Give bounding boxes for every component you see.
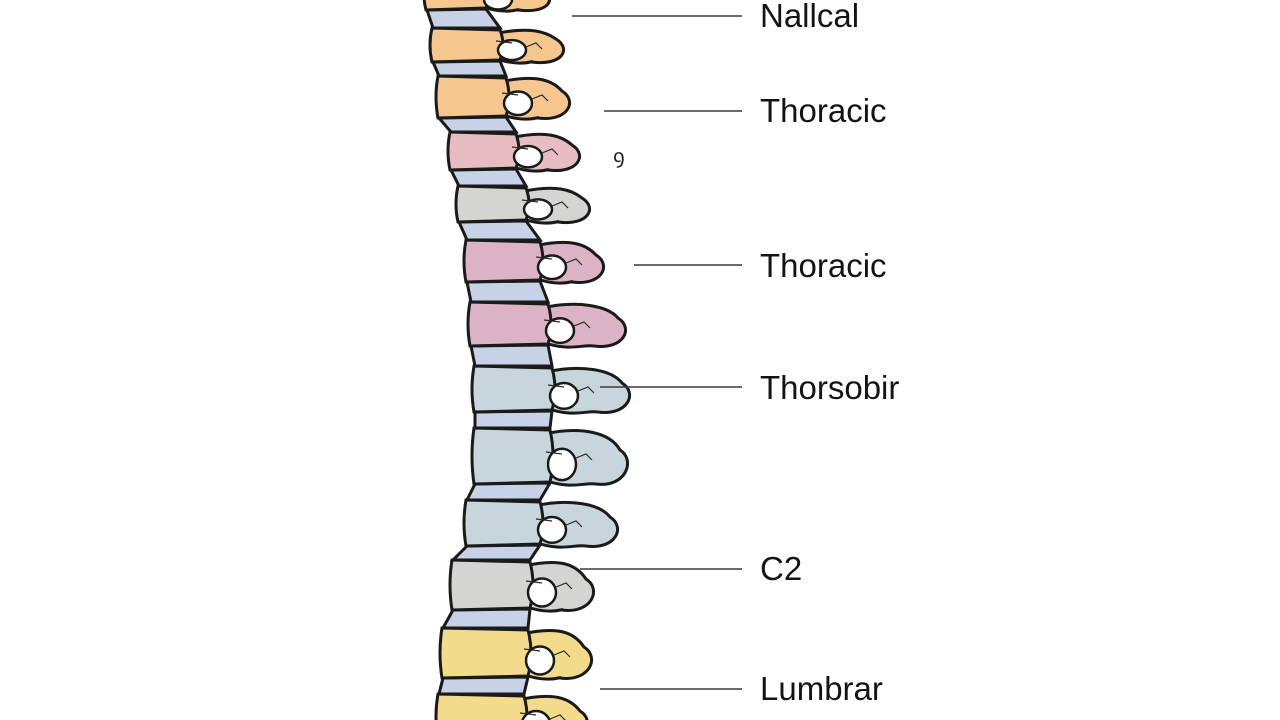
vertebral-foramen	[522, 198, 554, 221]
vertebra-body	[434, 692, 529, 720]
texture-mark	[521, 199, 569, 209]
vertebral-foramen	[526, 577, 558, 608]
intervertebral-disc	[473, 409, 554, 430]
texture-mark	[535, 256, 583, 266]
vertebra-body	[470, 364, 557, 414]
vertebra-body	[428, 26, 505, 64]
label-thorsobir: Thorsobir	[760, 369, 899, 406]
leader-lines	[572, 15, 742, 690]
vertebra-body	[448, 558, 535, 612]
texture-mark	[535, 518, 583, 528]
vertebral-foramen	[548, 381, 580, 411]
intervertebral-disc	[440, 607, 532, 630]
vertebra-body	[462, 498, 545, 548]
vertebral-foramen	[482, 0, 514, 11]
label-nallcal: Nallcal	[760, 0, 859, 34]
intervertebral-disc	[435, 115, 519, 134]
vertebral-foramen	[546, 447, 578, 482]
vertebra	[428, 26, 566, 65]
intervertebral-disc	[465, 279, 551, 304]
texture-mark	[525, 580, 573, 590]
intervertebral-disc	[448, 167, 529, 188]
vertebra	[462, 238, 606, 285]
vertebral-foramen	[512, 144, 544, 169]
vertebra-body	[454, 184, 531, 224]
texture-mark	[519, 712, 566, 720]
texture-mark	[545, 451, 593, 461]
label-lumbrar: Lumbrar	[760, 670, 883, 707]
vertebra	[438, 626, 594, 681]
vertebral-foramen	[496, 38, 528, 62]
label-c2: C2	[760, 550, 802, 587]
vertebral-foramen	[502, 90, 534, 117]
vertebra-body	[466, 300, 553, 348]
vertebra	[434, 692, 589, 720]
texture-mark	[511, 146, 559, 156]
vertebra	[470, 364, 632, 415]
vertebra	[462, 498, 620, 549]
region-labels: Nallcal Thoracic Thoracic Thorsobir C2 L…	[613, 0, 899, 707]
intervertebral-disc	[430, 59, 509, 78]
vertebral-foramen	[536, 254, 568, 281]
texture-mark	[523, 648, 571, 658]
texture-mark	[543, 319, 591, 329]
vertebra	[466, 300, 628, 349]
intervertebral-disc	[437, 675, 530, 696]
intervertebral-disc	[469, 343, 554, 368]
vertebra	[446, 130, 582, 173]
vertebra	[470, 426, 630, 487]
vertebra	[422, 0, 551, 13]
vertebra-body	[434, 74, 511, 120]
vertebra	[454, 184, 592, 225]
intervertebral-disc	[424, 7, 503, 30]
vertebra-body	[470, 426, 555, 486]
vertebra-body	[446, 130, 521, 172]
vertebral-foramen	[544, 317, 576, 345]
texture-mark	[501, 92, 549, 102]
vertebral-foramen	[536, 515, 568, 545]
label-thoracic-2: Thoracic	[760, 247, 887, 284]
intervertebral-disc	[464, 481, 553, 502]
vertebra-body	[438, 626, 533, 680]
vertebra	[434, 74, 572, 121]
vertebral-foramen	[524, 645, 556, 676]
vertebral-foramen	[521, 709, 551, 720]
vertebra	[448, 558, 596, 613]
texture-mark	[547, 384, 595, 394]
label-thoracic-1: Thoracic	[760, 92, 887, 129]
vertebra-body	[462, 238, 545, 284]
intervertebral-disc	[456, 219, 543, 242]
vertebra-body	[422, 0, 491, 12]
stray-mark: ꝯ	[613, 146, 625, 168]
texture-mark	[495, 40, 543, 50]
vertebral-column	[422, 0, 632, 720]
